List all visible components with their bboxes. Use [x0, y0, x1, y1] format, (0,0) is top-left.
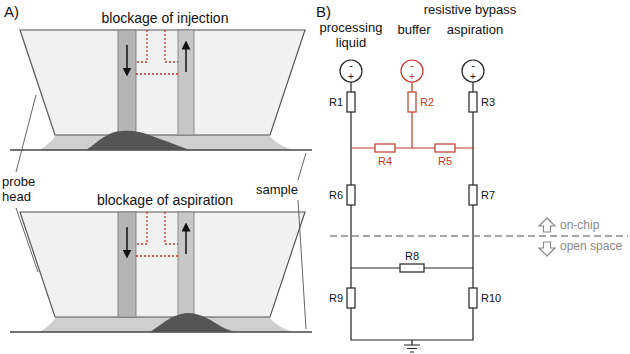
source-label: aspiration [447, 23, 503, 38]
part-label: sample [256, 183, 298, 198]
resistor-symbols [347, 92, 477, 308]
polarity-sign: + [409, 71, 415, 83]
resistor-label: R6 [329, 189, 343, 202]
source-label: buffer [397, 23, 430, 38]
resistor-label: R7 [481, 189, 495, 202]
region-label: open space [560, 240, 622, 254]
resistor-label: R9 [329, 292, 343, 305]
bypass-wires [351, 82, 473, 148]
panel-letter: B) [316, 3, 331, 20]
resistor-label: R5 [438, 155, 452, 168]
leader-lines [16, 95, 306, 329]
resistor-label: R8 [405, 250, 419, 263]
direction-arrows [539, 218, 555, 256]
circuit-title: resistive bypass [424, 3, 516, 18]
polarity-sign: - [410, 59, 414, 72]
resistor-label: R1 [329, 96, 343, 109]
region-label: on-chip [560, 219, 599, 233]
resistor-label: R10 [481, 292, 501, 305]
part-label: probe head [2, 175, 42, 205]
chip-boundary [330, 235, 628, 236]
polarity-sign: + [470, 71, 476, 83]
polarity-sign: - [349, 59, 353, 72]
panel-caption: blockage of injection [102, 10, 229, 26]
polarity-sign: - [471, 59, 475, 72]
probe-bottom [10, 212, 312, 332]
polarity-sign: + [348, 71, 354, 83]
probe-top [10, 30, 312, 150]
resistor-label: R3 [481, 96, 495, 109]
panel-caption: blockage of aspiration [97, 192, 233, 208]
source-label: processing liquid [315, 21, 387, 51]
resistor-label: R2 [420, 96, 434, 109]
resistor-label: R4 [378, 155, 392, 168]
circuit-wires [351, 82, 473, 352]
panel-letter: A) [4, 3, 19, 20]
